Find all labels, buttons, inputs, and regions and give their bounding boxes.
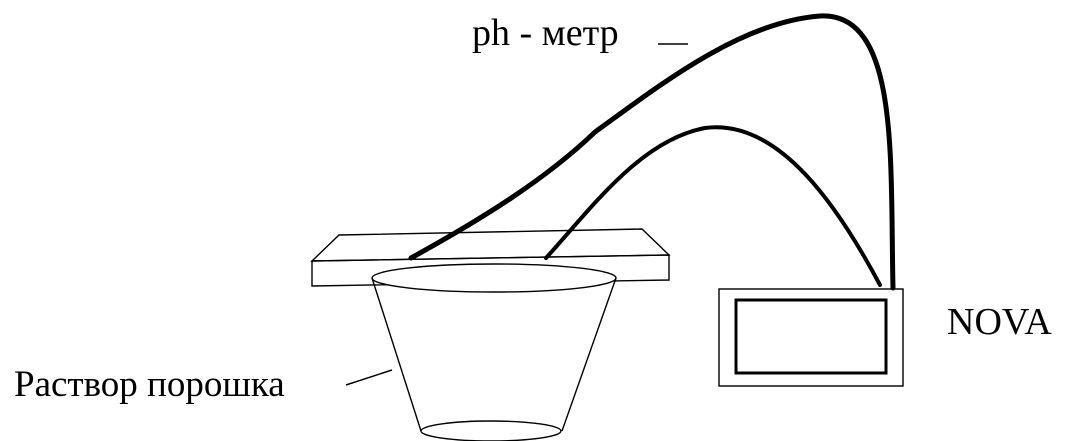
ph-meter-cable-outer (408, 13, 896, 291)
powder-solution-label: Раствор порошка (14, 364, 285, 405)
beaker-rim (371, 263, 617, 293)
solution-leader-line (345, 369, 393, 386)
nova-device-body (718, 288, 904, 387)
cover-plate (310, 228, 671, 287)
nova-label: NOVA (947, 301, 1052, 343)
beaker (371, 263, 617, 441)
cables (408, 13, 896, 291)
beaker-right-wall (561, 277, 617, 432)
ph-meter-label: ph - метр (472, 12, 619, 54)
nova-device (718, 288, 904, 387)
nova-device-screen (734, 298, 888, 375)
beaker-left-wall (371, 277, 422, 432)
cover-plate-front-face (311, 254, 670, 287)
leader-lines (345, 43, 688, 386)
ph-meter-cable-inner (544, 125, 882, 287)
beaker-bottom (420, 420, 562, 441)
